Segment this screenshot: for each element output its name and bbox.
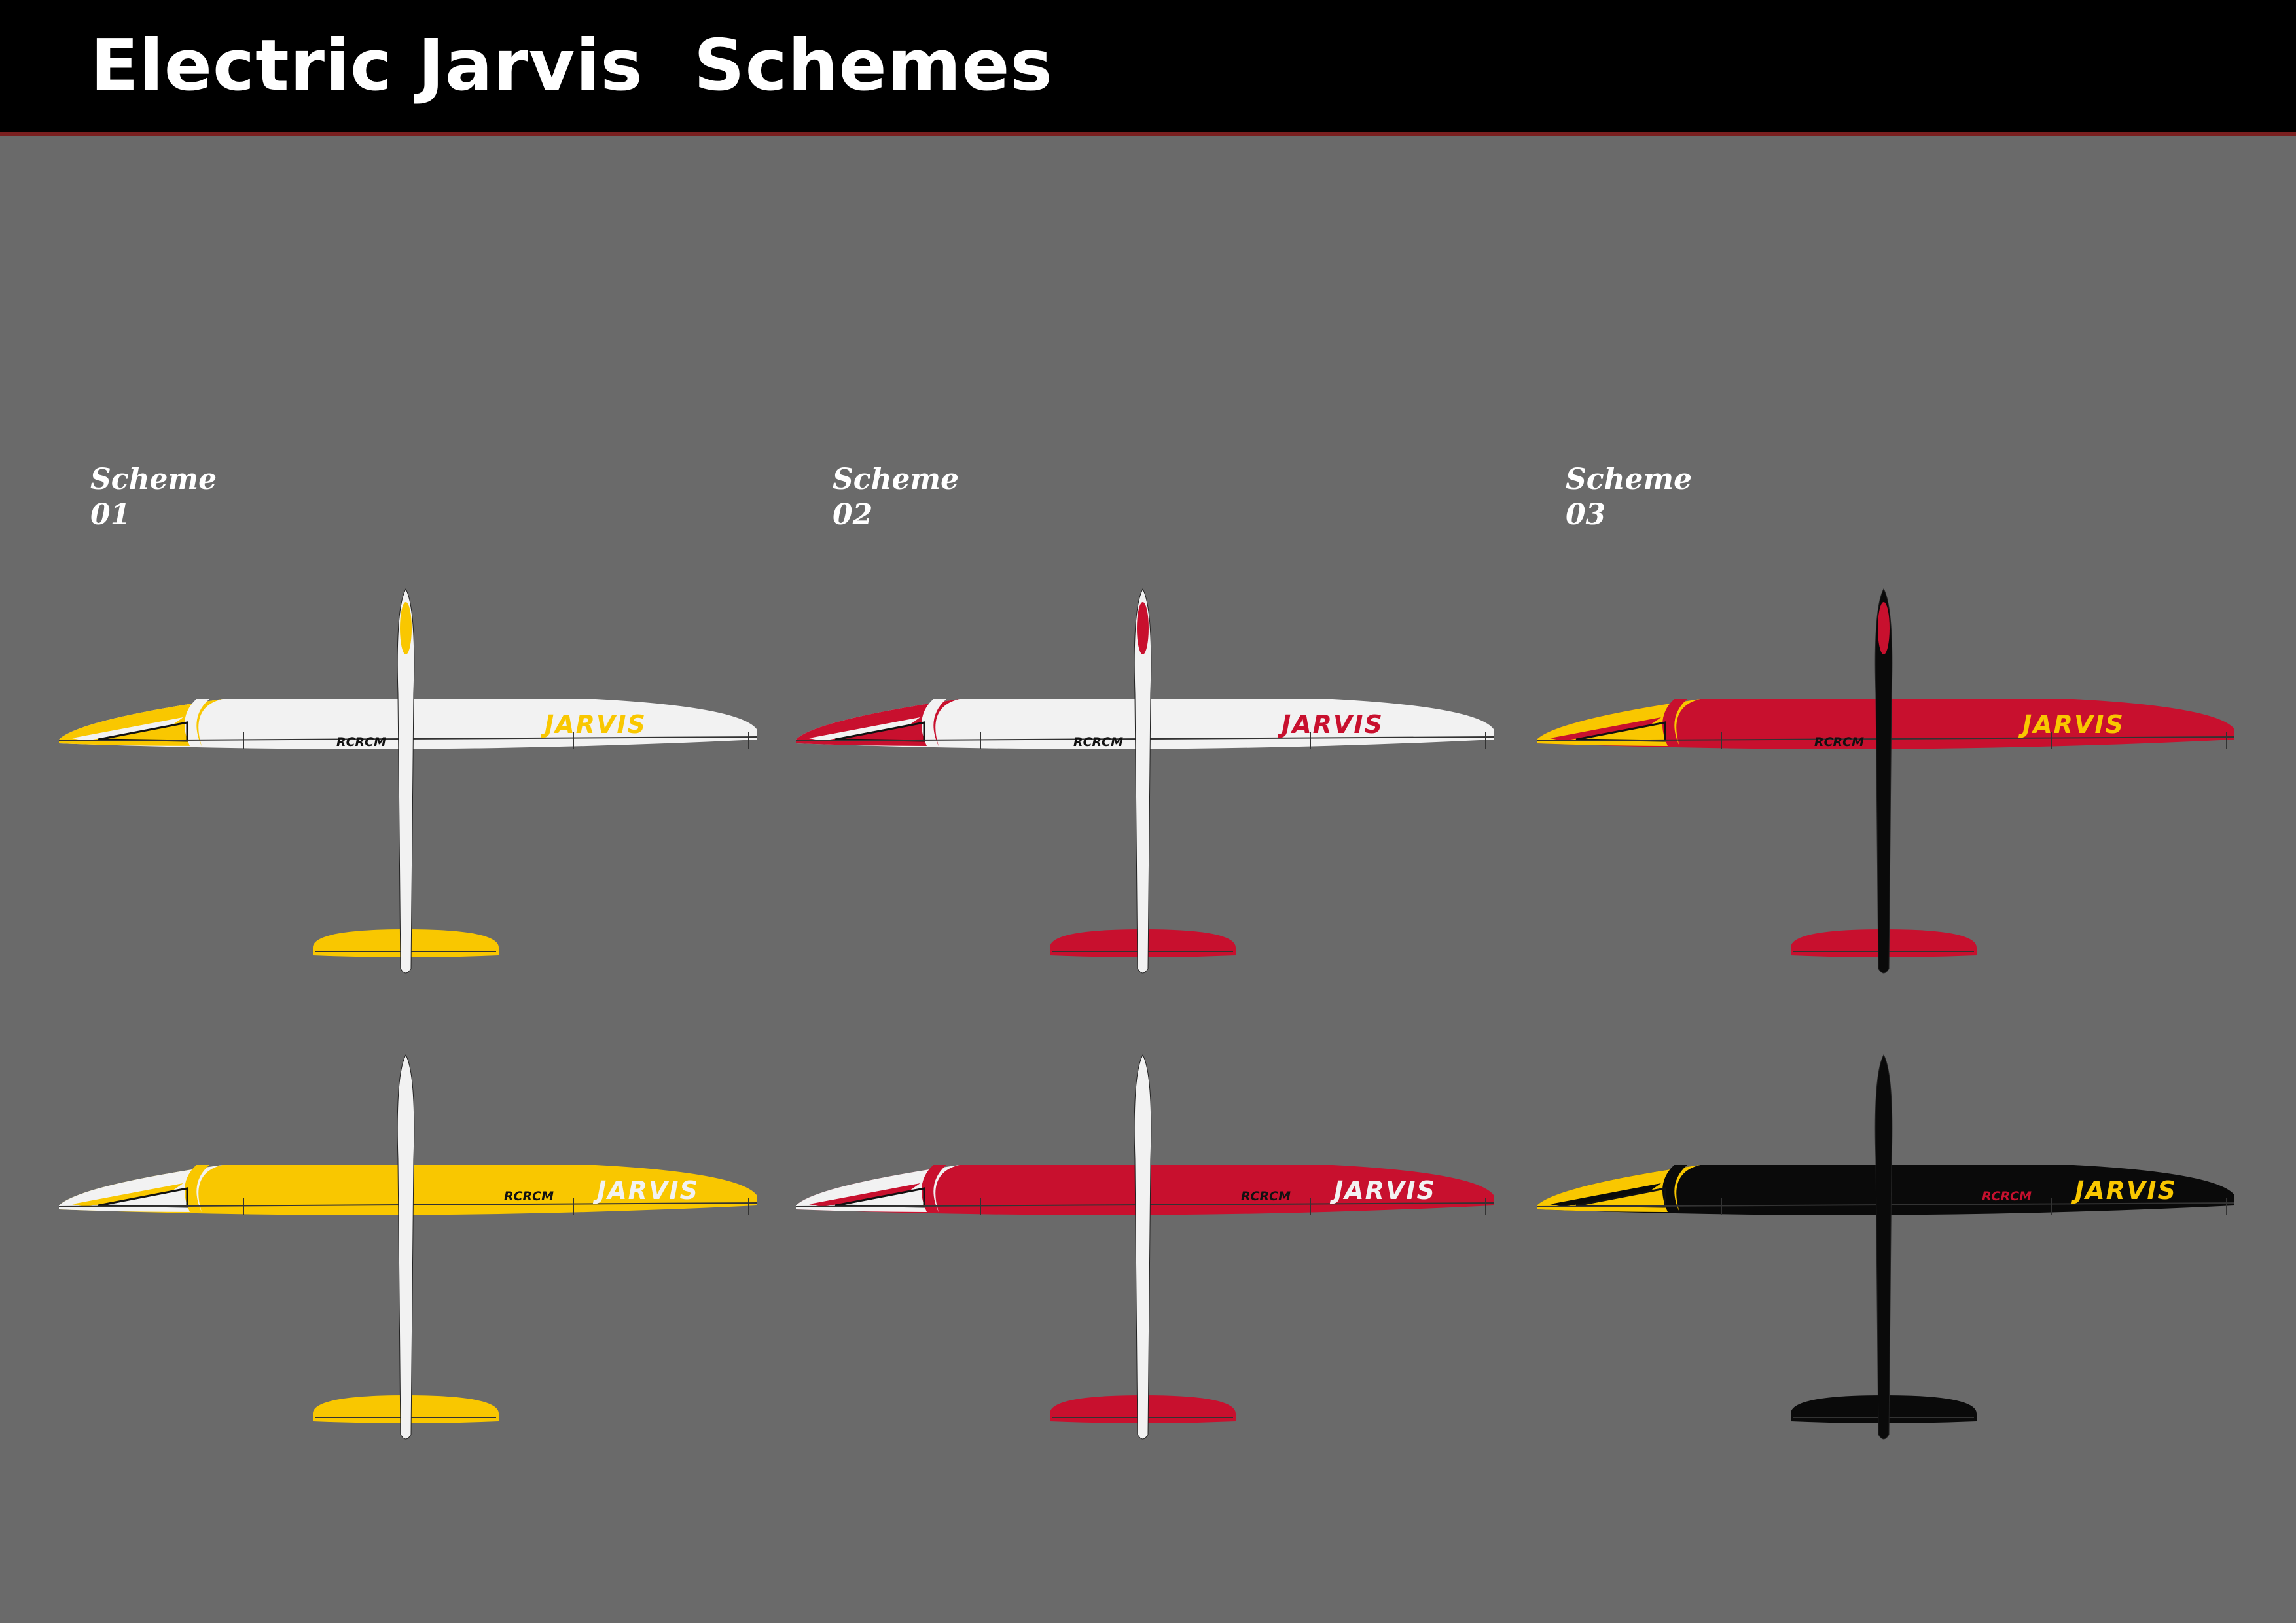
glider-drawing: JARVIS RCRCM (58, 588, 757, 974)
glider-drawing: JARVIS RCRCM (1536, 1054, 2235, 1440)
scheme-number: 01 (90, 498, 131, 531)
wing-logo-brand: RCRCM (336, 735, 386, 749)
tip-stripe (1662, 699, 1687, 746)
wing-logo-brand: RCRCM (1814, 735, 1864, 749)
glider-drawing: JARVIS RCRCM (1536, 588, 2235, 974)
tip-stripe (185, 1165, 209, 1212)
canopy (400, 1068, 412, 1120)
tip-stripe (922, 1165, 946, 1212)
wing-logo-jarvis: JARVIS (2070, 1176, 2177, 1205)
wing-logo-brand: RCRCM (1073, 735, 1123, 749)
glider-top-03: JARVIS RCRCM (1536, 588, 2244, 982)
canopy (1878, 602, 1890, 654)
canopy (1137, 1068, 1149, 1120)
scheme-number: 03 (1566, 498, 1606, 531)
wing-logo-brand: RCRCM (504, 1189, 554, 1204)
tip-stripe (1662, 1165, 1687, 1212)
canopy (1137, 602, 1149, 654)
tip-stripe (185, 699, 209, 746)
scheme-label-text: Scheme (1566, 463, 1693, 496)
scheme-label-01: Scheme 01 (90, 462, 217, 533)
scheme-number: 02 (833, 498, 873, 531)
wing-logo-jarvis: JARVIS (540, 710, 647, 739)
glider-bottom-03: JARVIS RCRCM (1536, 1054, 2244, 1448)
scheme-label-text: Scheme (833, 463, 960, 496)
scheme-label-text: Scheme (90, 463, 217, 496)
wing-logo-brand: RCRCM (1241, 1189, 1291, 1204)
wing-logo-jarvis: JARVIS (1329, 1176, 1436, 1205)
fuselage (397, 588, 415, 974)
fuselage (1134, 588, 1152, 974)
wing-logo-jarvis: JARVIS (592, 1176, 699, 1205)
tip-stripe (72, 1183, 183, 1207)
wing-logo-jarvis: JARVIS (1277, 710, 1384, 739)
glider-drawing: JARVIS RCRCM (58, 1054, 757, 1440)
fuselage (397, 1054, 415, 1440)
tip-stripe (1550, 717, 1661, 741)
tip-stripe (1550, 1183, 1661, 1207)
wing-logo-jarvis: JARVIS (2018, 710, 2125, 739)
glider-bottom-02: JARVIS RCRCM (795, 1054, 1503, 1448)
glider-drawing: JARVIS RCRCM (795, 1054, 1494, 1440)
page-title: Electric Jarvis Schemes (90, 25, 1053, 107)
tip-stripe (72, 717, 183, 741)
canopy (400, 602, 412, 654)
canopy (1878, 1068, 1890, 1120)
fuselage (1874, 588, 1893, 974)
tip-stripe (809, 717, 920, 741)
wing-logo-brand: RCRCM (1982, 1189, 2032, 1204)
glider-top-01: JARVIS RCRCM (58, 588, 766, 982)
fuselage (1874, 1054, 1893, 1440)
tip-stripe (809, 1183, 920, 1207)
scheme-label-03: Scheme 03 (1566, 462, 1692, 533)
header-bar: Electric Jarvis Schemes (0, 0, 2296, 136)
glider-bottom-01: JARVIS RCRCM (58, 1054, 766, 1448)
glider-top-02: JARVIS RCRCM (795, 588, 1503, 982)
tip-stripe (922, 699, 946, 746)
scheme-label-02: Scheme 02 (833, 462, 959, 533)
glider-drawing: JARVIS RCRCM (795, 588, 1494, 974)
fuselage (1134, 1054, 1152, 1440)
